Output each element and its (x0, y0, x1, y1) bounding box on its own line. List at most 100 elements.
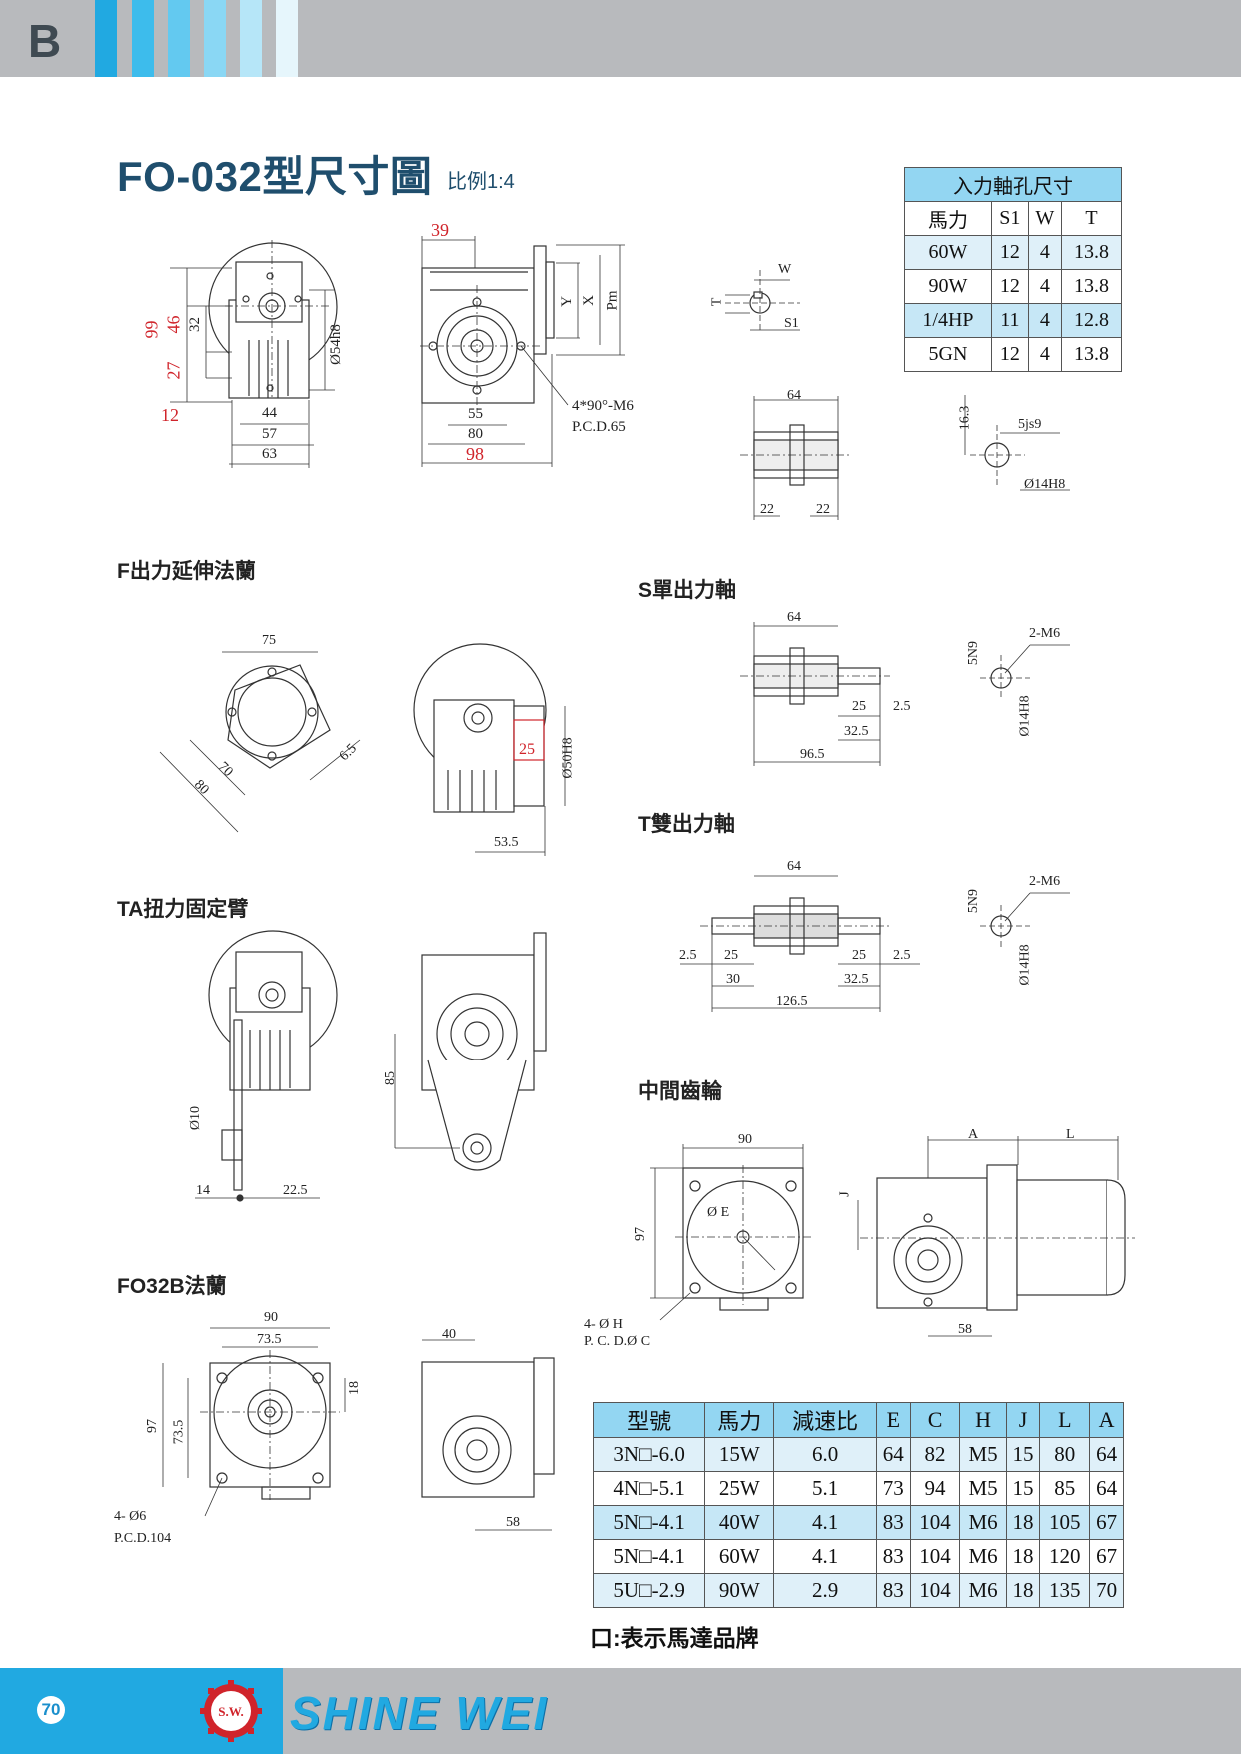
dim-w: W (778, 262, 792, 277)
dim-pm: Pm (604, 290, 621, 311)
dim-32-5: 32.5 (844, 972, 869, 987)
dim-46: 46 (163, 315, 184, 334)
dim-63: 63 (262, 446, 277, 462)
dim-2-5: 2.5 (679, 948, 697, 963)
dim-64: 64 (787, 859, 801, 874)
table-cell: 15W (704, 1437, 775, 1472)
heading-ta-arm: TA扭力固定臂 (117, 898, 249, 921)
dim-25: 25 (519, 741, 535, 758)
table-cell: 70 (1089, 1573, 1124, 1608)
model-table-header: E (875, 1402, 911, 1438)
hollow-shaft-view (740, 395, 1070, 520)
dim-73-5: 73.5 (257, 1332, 282, 1347)
table-cell: 104 (909, 1539, 961, 1574)
table-cell: 25W (704, 1471, 775, 1506)
dim-bore: Ø14H8 (1017, 695, 1033, 737)
table-cell: 135 (1039, 1573, 1091, 1608)
dim-126-5: 126.5 (776, 994, 808, 1009)
table-cell: 80 (1039, 1437, 1091, 1472)
dim-30: 30 (726, 972, 740, 987)
dim-44: 44 (262, 405, 277, 421)
dim-l: L (1066, 1127, 1075, 1142)
header-stripe (276, 0, 298, 77)
table-cell: 4 (1027, 337, 1062, 372)
scale-note: 比例1:4 (447, 171, 515, 193)
table-cell: 105 (1039, 1505, 1091, 1540)
table-cell: 18 (1005, 1539, 1041, 1574)
dim-j: J (837, 1191, 853, 1197)
dim-5n9: 5N9 (966, 888, 982, 914)
table-cell: 15 (1005, 1471, 1041, 1506)
dim-2-5: 2.5 (893, 948, 911, 963)
table-cell: M6 (959, 1539, 1007, 1574)
ta-arm-view (195, 930, 547, 1202)
dim-bore: Ø14H8 (1024, 477, 1066, 492)
dim-25: 25 (724, 948, 738, 963)
dim-75: 75 (262, 633, 276, 648)
table-cell: 12 (990, 269, 1029, 304)
table-row: 5N□-4.1 60W 4.1 83 104 M6 18 120 67 (592, 1539, 1124, 1574)
table-cell: 18 (1005, 1573, 1041, 1608)
table-row: 5N□-4.1 40W 4.1 83 104 M6 18 105 67 (592, 1505, 1124, 1540)
dim-99: 99 (141, 320, 162, 339)
model-table-header: C (909, 1402, 961, 1438)
table-cell: M6 (959, 1573, 1007, 1608)
table-footnote: 口:表示馬達品牌 (590, 1625, 759, 1651)
dim-53-5: 53.5 (494, 835, 519, 850)
f-flange-view (159, 643, 566, 856)
table-cell: 5N□-4.1 (592, 1505, 706, 1540)
table-cell: 4.1 (773, 1505, 877, 1540)
table-cell: 5.1 (773, 1471, 877, 1506)
table-cell: 90W (904, 269, 992, 304)
dim-bore: Ø14H8 (1017, 944, 1033, 986)
heading-fo32b: FO32B法蘭 (117, 1275, 227, 1298)
table-cell: 85 (1039, 1471, 1091, 1506)
dim-40: 40 (442, 1327, 456, 1342)
table-cell: M5 (959, 1471, 1007, 1506)
heading-t-shaft: T雙出力軸 (638, 813, 735, 836)
table-cell: 4 (1027, 303, 1062, 338)
table-row: 4N□-5.1 25W 5.1 73 94 M5 15 85 64 (592, 1471, 1124, 1506)
dim-16-3: 16.3 (957, 405, 973, 431)
dim-10: Ø10 (188, 1105, 204, 1131)
model-table-header: H (959, 1402, 1007, 1438)
table-cell: 13.8 (1060, 235, 1123, 270)
gear-logo-icon: S.W. (200, 1680, 262, 1742)
model-table-header: 減速比 (773, 1402, 877, 1438)
dim-96-5: 96.5 (800, 747, 825, 762)
main-side-view (420, 236, 625, 467)
dim-22-5: 22.5 (283, 1183, 308, 1198)
table-cell: 13.8 (1060, 337, 1123, 372)
table-cell: 104 (909, 1573, 961, 1608)
dim-2-m6: 2-M6 (1029, 626, 1061, 641)
dim-32: 32 (187, 317, 203, 332)
dim-oe: Ø E (707, 1205, 730, 1220)
header-stripe (168, 0, 190, 77)
header-stripe (240, 0, 262, 77)
table-cell: 4N□-5.1 (592, 1471, 706, 1506)
dim-90: 90 (738, 1132, 752, 1147)
dim-80: 80 (468, 426, 483, 442)
table-row: 1/4HP 11 4 12.8 (904, 303, 1123, 338)
table-cell: 120 (1039, 1539, 1091, 1574)
table-cell: 6.0 (773, 1437, 877, 1472)
dim-22: 22 (760, 502, 774, 517)
table-cell: 60W (904, 235, 992, 270)
table-cell: 3N□-6.0 (592, 1437, 706, 1472)
table-row: 5U□-2.9 90W 2.9 83 104 M6 18 135 70 (592, 1573, 1124, 1608)
header-stripe (132, 0, 154, 77)
dim-a: A (968, 1127, 979, 1142)
table-cell: 83 (875, 1539, 911, 1574)
table-cell: 15 (1005, 1437, 1041, 1472)
model-table-header: A (1089, 1402, 1124, 1438)
section-letter: B (28, 15, 62, 67)
table-cell: 40W (704, 1505, 775, 1540)
dim-98: 98 (466, 444, 484, 464)
dim-25: 25 (852, 699, 866, 714)
table-cell: 73 (875, 1471, 911, 1506)
input-table-header: W (1027, 201, 1062, 236)
table-cell: 4 (1027, 269, 1062, 304)
table-cell: 64 (1089, 1437, 1124, 1472)
table-cell: 12 (990, 235, 1029, 270)
table-cell: 64 (1089, 1471, 1124, 1506)
